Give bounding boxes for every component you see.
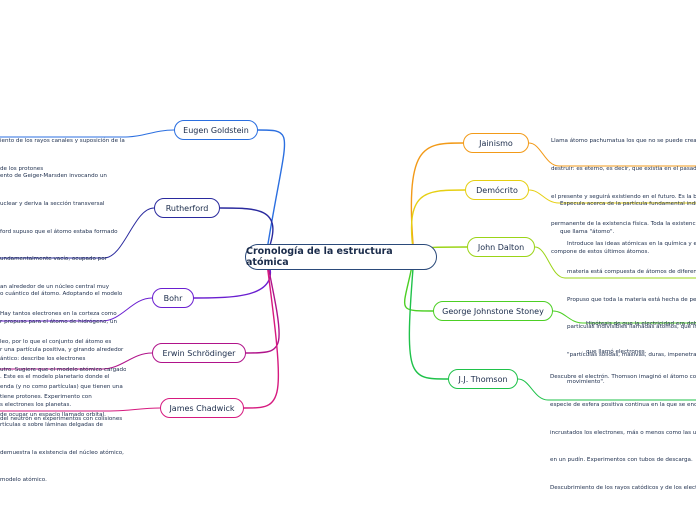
description-line: permanente de la existencia física. Toda… xyxy=(551,221,696,228)
branch-connector xyxy=(243,255,280,409)
branch-connector xyxy=(403,255,434,312)
description-line: iento de los rayos canales y suposición … xyxy=(0,138,125,145)
description-line: Llama átomo pachumatua los que no se pue… xyxy=(551,138,696,145)
node-label: J.J. Thomson xyxy=(458,374,508,384)
dalton-description: Introduce las ideas atómicas en la quími… xyxy=(567,222,696,397)
node-george-johnstone-stoney[interactable]: George Johnstone Stoney xyxy=(433,301,553,321)
node-democrito[interactable]: Demócrito xyxy=(465,180,529,200)
description-line: tiene protones. Experimento con xyxy=(0,394,92,401)
note-connector xyxy=(0,297,153,322)
node-erwin-schrodinger[interactable]: Erwin Schrödinger xyxy=(152,343,246,363)
description-line: Descubrimiento de los rayos catódicos y … xyxy=(550,484,696,491)
node-label: Bohr xyxy=(163,293,183,303)
bohr-description: o cuántico del átomo. Adoptando el model… xyxy=(0,272,126,419)
description-line: r propuso para el átomo de hidrógeno, un xyxy=(0,319,118,326)
node-label: James Chadwick xyxy=(169,403,235,413)
description-line: Hipótesis de que la electricidad era deb xyxy=(586,321,696,328)
note-connector xyxy=(0,129,175,138)
description-line: Hay tantos electrones en la corteza como xyxy=(0,311,117,318)
node-label: Jainismo xyxy=(479,138,513,148)
node-label: Demócrito xyxy=(476,185,518,195)
description-line: en un pudín. Experimentos con tubos de d… xyxy=(550,457,693,464)
description-line: uclear y deriva la sección transversal xyxy=(0,201,105,208)
description-line: enda (y no como partículas) que tienen u… xyxy=(0,384,123,391)
democrito-description: Especula acerca de la partícula fundamen… xyxy=(560,182,696,246)
description-line: s electrones los planetas. xyxy=(0,401,72,408)
thomson-description: Descubre el electrón. Thomson imaginó el… xyxy=(550,355,696,502)
description-line: partículas indivisibles llamadas átomos,… xyxy=(567,324,696,331)
node-jainismo[interactable]: Jainismo xyxy=(463,133,529,153)
description-line: . Este es el modelo planetario donde el xyxy=(0,374,110,381)
rutherford-description: ento de Geiger-Marsden invocando un ucle… xyxy=(0,154,126,495)
description-line: Descubre el electrón. Thomson imaginó el… xyxy=(550,374,696,381)
description-line: utro. Sugiere que el modelo atómico carg… xyxy=(0,366,126,373)
note-connector xyxy=(552,310,696,324)
node-james-chadwick[interactable]: James Chadwick xyxy=(160,398,244,418)
description-line: ford supuso que el átomo estaba formado xyxy=(0,228,118,235)
description-line: de los protones xyxy=(0,166,44,173)
node-label: Eugen Goldstein xyxy=(183,125,249,135)
central-topic-label: Cronología de la estructura atómica xyxy=(246,246,393,268)
node-rutherford[interactable]: Rutherford xyxy=(154,198,220,218)
description-line: modelo atómico. xyxy=(0,477,47,484)
description-line: compone de estos últimos átomos. xyxy=(551,248,650,255)
description-line: especie de esfera positiva continua en l… xyxy=(550,402,696,409)
central-topic[interactable]: Cronología de la estructura atómica xyxy=(245,244,437,270)
description-line: "partículas sólidas, masivas, duras, imp… xyxy=(567,351,696,358)
description-line: de ocupar un espacio llamado orbital. xyxy=(0,411,106,418)
branch-connector xyxy=(257,129,286,257)
description-line: destruir: es eterno, es decir, que exist… xyxy=(551,166,696,173)
goldstein-description: iento de los rayos canales y suposición … xyxy=(0,119,126,183)
node-john-dalton[interactable]: John Dalton xyxy=(467,237,535,257)
note-connector xyxy=(0,352,153,370)
branch-connector xyxy=(408,255,449,380)
description-line: del neutrón en experimentos con colision… xyxy=(0,416,123,423)
description-line: ento de Geiger-Marsden invocando un xyxy=(0,173,107,180)
description-line: r una partícula positiva, y girando alre… xyxy=(0,346,124,353)
description-line: leo, por lo que el conjunto del átomo es xyxy=(0,339,112,346)
node-label: John Dalton xyxy=(477,242,525,252)
description-line: Propuso que toda la materia está hecha d… xyxy=(567,296,696,303)
description-line: ántico: describe los electrones xyxy=(0,356,86,363)
description-line: Introduce las ideas atómicas en la quími… xyxy=(567,241,696,248)
branch-connector xyxy=(219,207,274,257)
description-line: Especula acerca de la partícula fundamen… xyxy=(560,201,696,208)
node-eugen-goldstein[interactable]: Eugen Goldstein xyxy=(174,120,258,140)
node-label: Erwin Schrödinger xyxy=(162,348,236,358)
description-line: que llamó electrones. xyxy=(586,349,647,356)
chadwick-description: del neutrón en experimentos con colision… xyxy=(0,397,126,434)
note-connector xyxy=(517,378,696,401)
jainismo-description: Llama átomo pachumatua los que no se pue… xyxy=(551,119,696,266)
note-connector xyxy=(528,189,696,204)
description-line: que llama "átomo". xyxy=(560,229,615,236)
branch-connector xyxy=(410,189,466,257)
description-line: materia está compuesta de átomos de dife… xyxy=(567,269,696,276)
node-label: George Johnstone Stoney xyxy=(442,306,544,316)
note-connector xyxy=(528,142,696,167)
description-line: rtículas α sobre láminas delgadas de xyxy=(0,421,103,428)
note-connector xyxy=(534,246,696,279)
schrodinger-description: ántico: describe los electrones enda (y … xyxy=(0,337,126,429)
description-line: o cuántico del átomo. Adoptando el model… xyxy=(0,291,123,298)
description-line: el presente y seguirá existiendo en el f… xyxy=(551,193,696,200)
node-label: Rutherford xyxy=(165,203,209,213)
node-jj-thomson[interactable]: J.J. Thomson xyxy=(448,369,518,389)
node-bohr[interactable]: Bohr xyxy=(152,288,194,308)
description-line: demuestra la existencia del núcleo atómi… xyxy=(0,449,124,456)
note-connector xyxy=(0,207,155,259)
note-connector xyxy=(0,407,161,412)
description-line: incrustados los electrones, más o menos … xyxy=(550,429,696,436)
stoney-description: Hipótesis de que la electricidad era deb… xyxy=(586,302,696,366)
branch-connector xyxy=(245,255,280,354)
description-line: an alrededor de un núcleo central muy xyxy=(0,283,110,290)
description-line: undamentalmente vacío, ocupado por xyxy=(0,256,107,263)
description-line: movimiento". xyxy=(567,379,605,386)
